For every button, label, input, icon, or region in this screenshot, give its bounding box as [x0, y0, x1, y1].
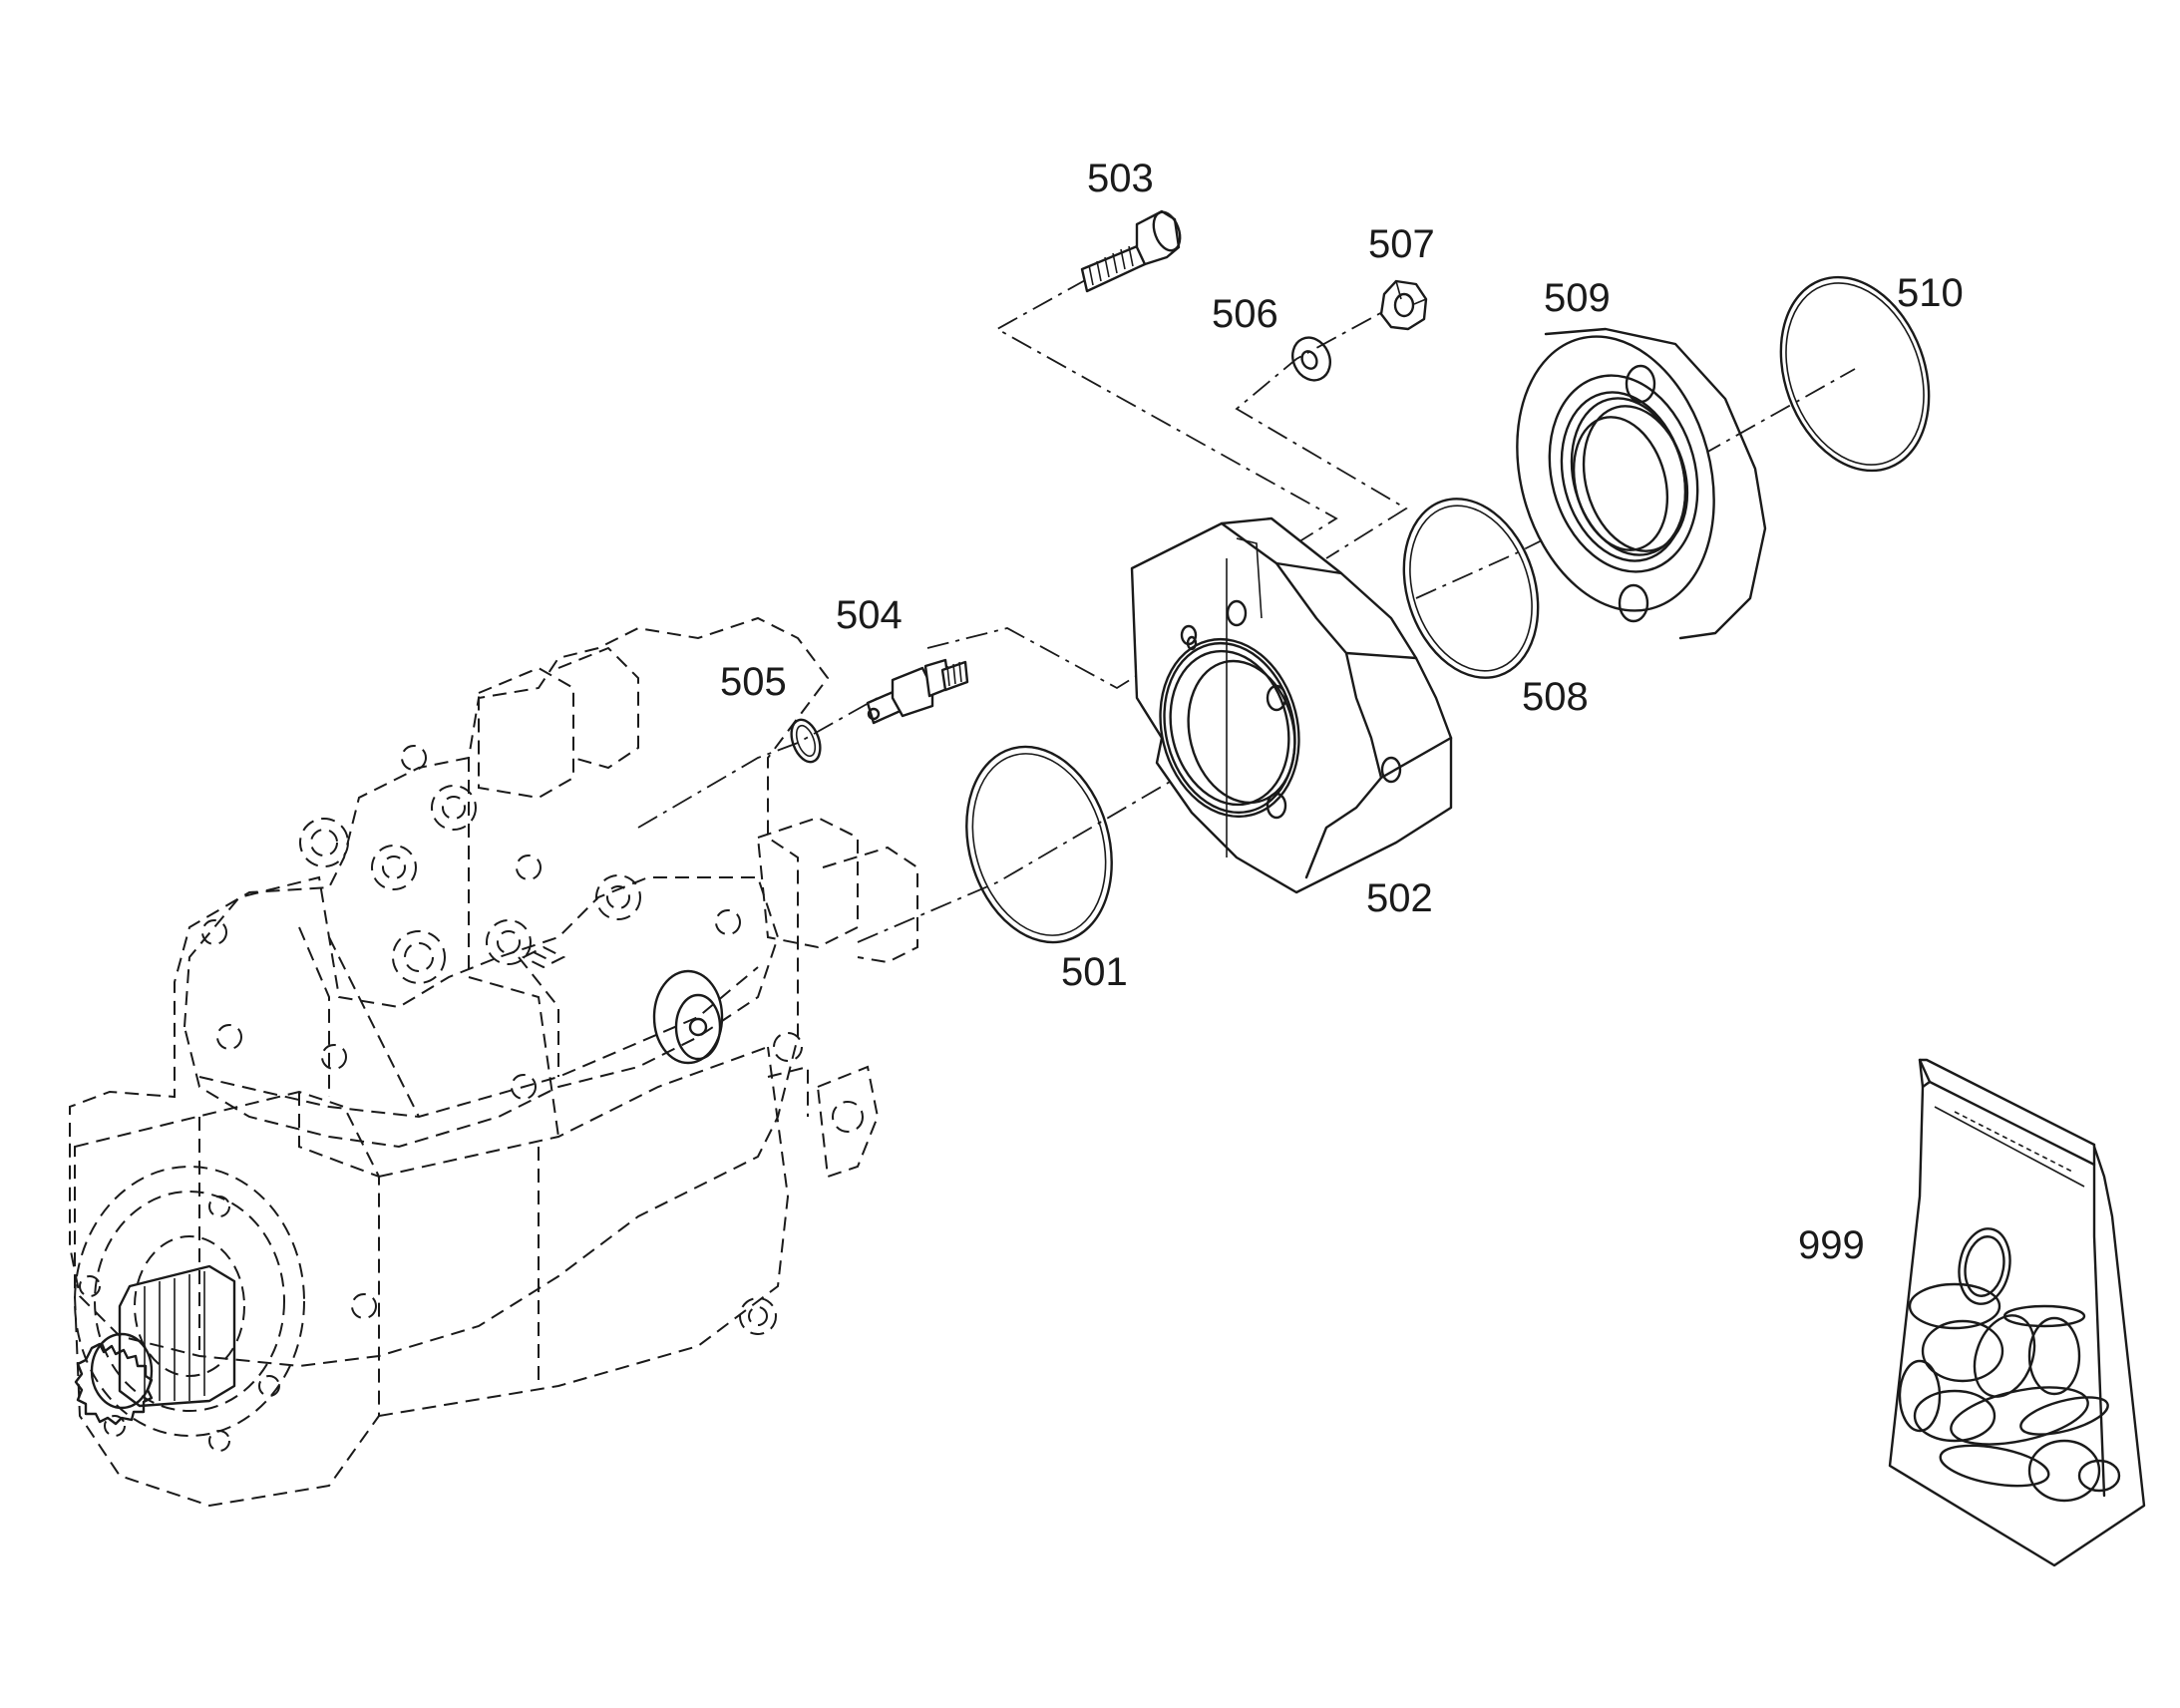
part-labels: 503 507 506 509 510 504 505 508 502 501 …: [720, 157, 1964, 1267]
o-ring-510: [1779, 275, 1931, 473]
o-ring-501: [965, 745, 1113, 944]
seal-kit-bag-999: [1888, 1058, 2146, 1567]
label-502: 502: [1366, 876, 1433, 920]
bolt-503: [1080, 209, 1182, 293]
label-507: 507: [1368, 222, 1435, 266]
label-504: 504: [836, 593, 903, 637]
flange-housing-502: [1130, 516, 1453, 894]
label-510: 510: [1897, 271, 1964, 315]
label-506: 506: [1212, 292, 1278, 336]
flange-509: [1516, 327, 1767, 640]
nut-507: [1379, 279, 1428, 331]
label-505: 505: [720, 660, 787, 704]
label-509: 509: [1544, 276, 1611, 320]
label-503: 503: [1087, 157, 1154, 200]
label-999: 999: [1798, 1223, 1865, 1267]
fitting-504: [866, 658, 969, 725]
pump-assembly: [69, 616, 918, 1508]
o-ring-505: [790, 718, 822, 764]
o-ring-508: [1402, 498, 1540, 679]
washer-506: [1291, 336, 1331, 382]
label-508: 508: [1522, 675, 1589, 719]
label-501: 501: [1061, 950, 1128, 994]
